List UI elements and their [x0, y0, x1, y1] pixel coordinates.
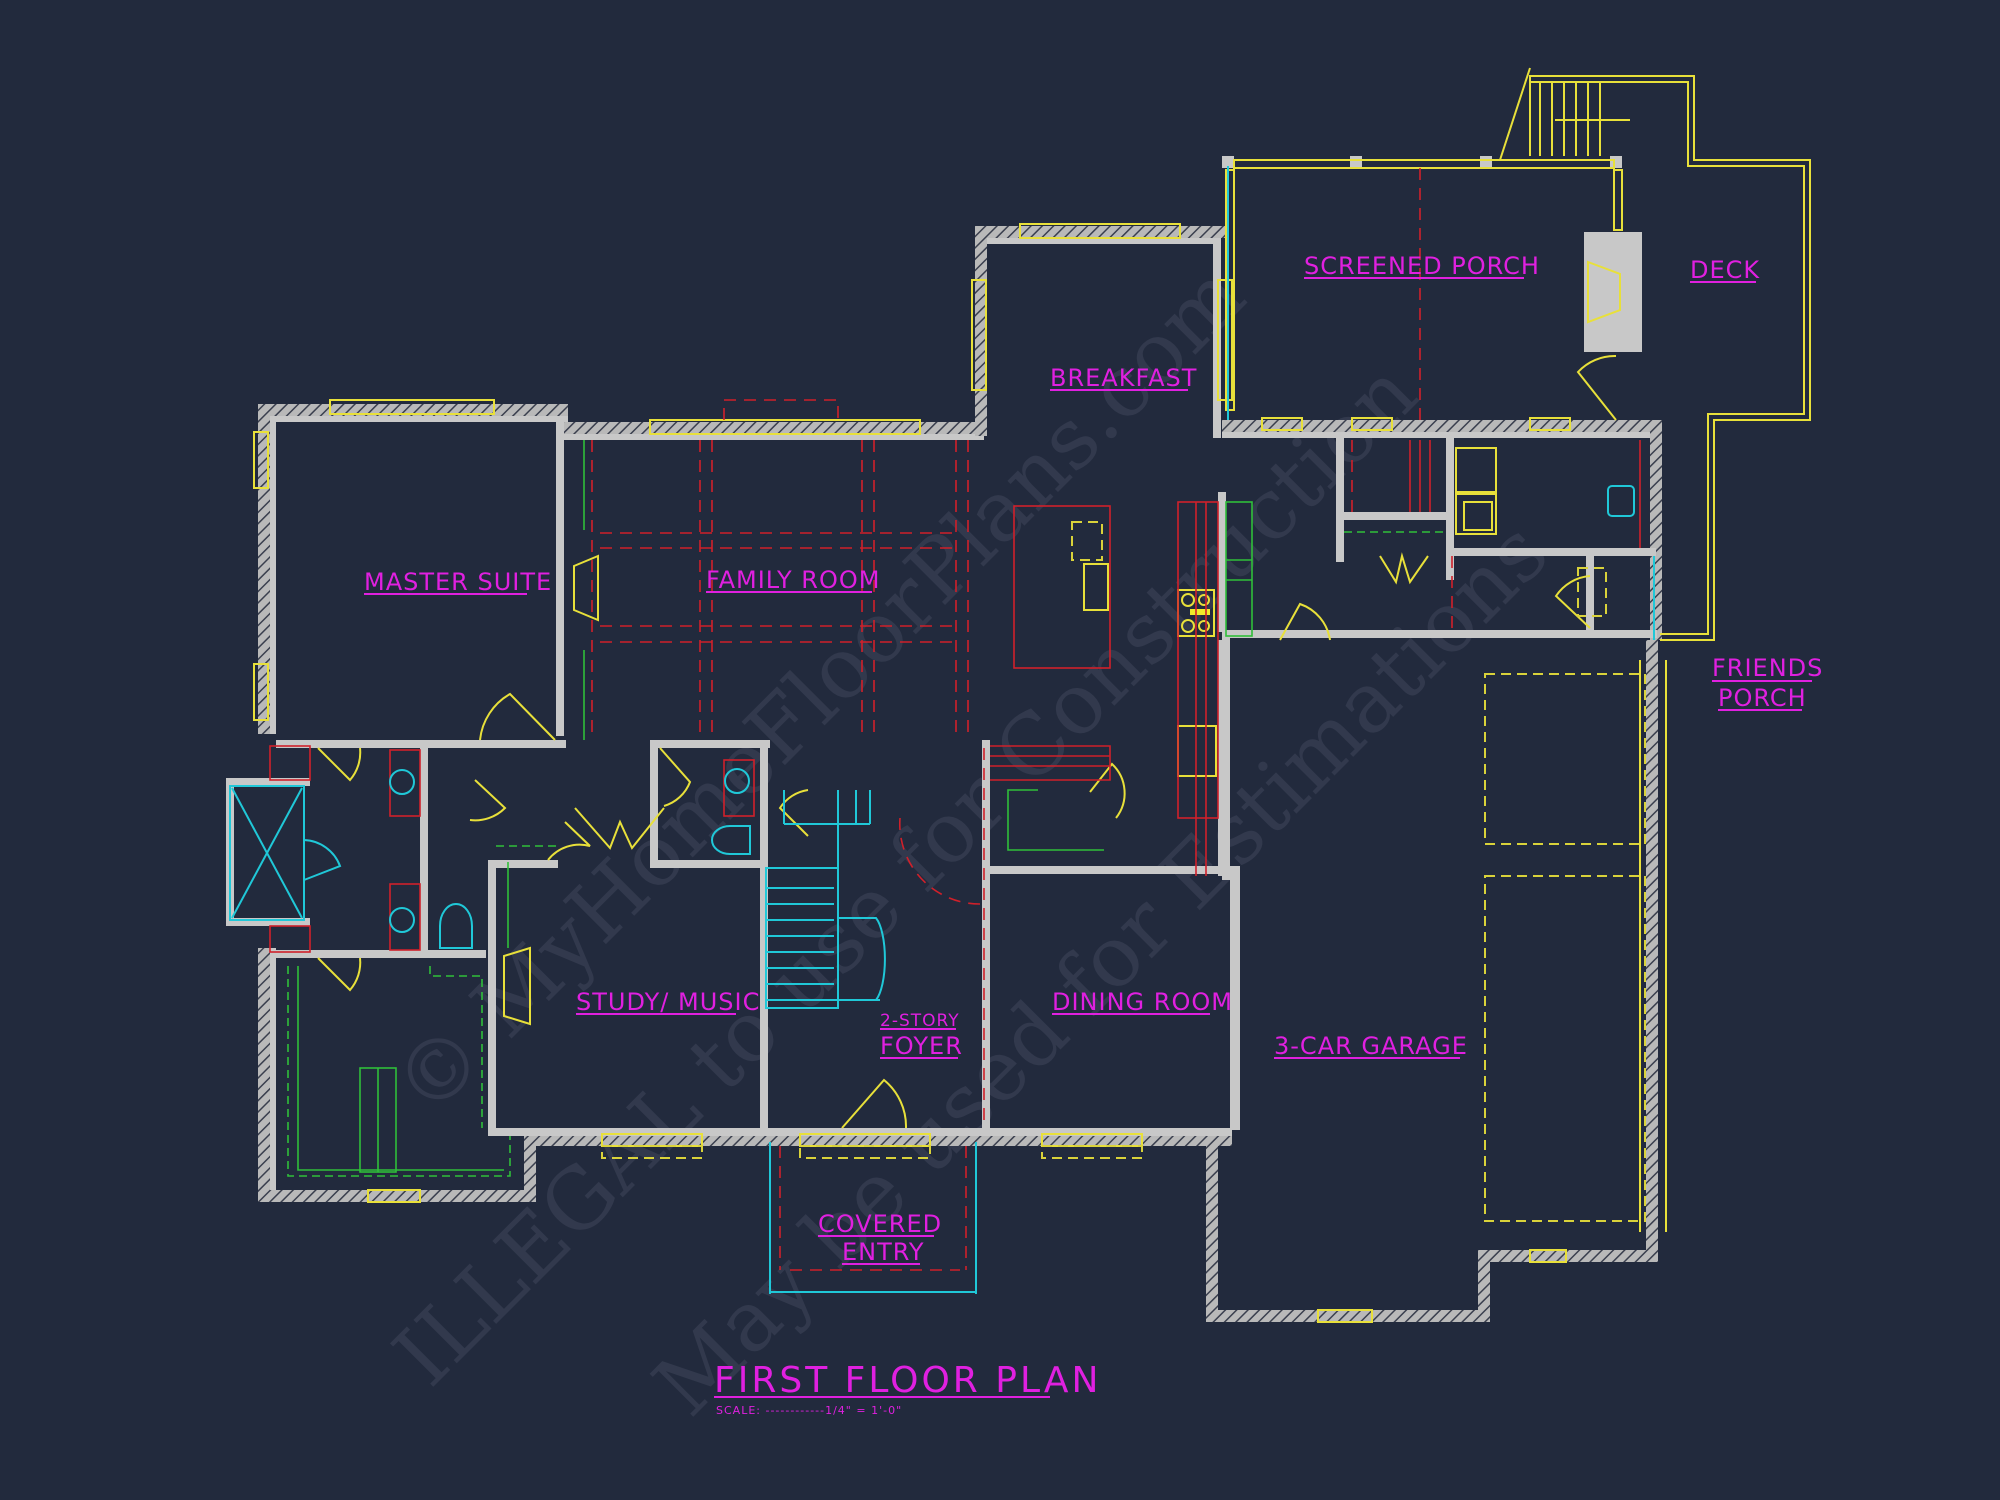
drawing-title: FIRST FLOOR PLAN: [714, 1360, 1101, 1401]
label-breakfast: BREAKFAST: [1050, 364, 1197, 392]
label-screened-porch: SCREENED PORCH: [1304, 252, 1540, 280]
label-friends-porch-1: FRIENDS: [1712, 654, 1823, 682]
label-covered: COVERED: [818, 1210, 942, 1238]
label-3-car-garage: 3-CAR GARAGE: [1274, 1032, 1468, 1060]
ceiling-lines: [269, 168, 1641, 1271]
title-block: FIRST FLOOR PLAN SCALE: ------------1/4"…: [714, 1360, 1101, 1417]
fixtures: [229, 166, 1655, 1294]
label-friends-porch-2: PORCH: [1718, 684, 1807, 712]
label-study-music: STUDY/ MUSIC: [576, 988, 760, 1016]
label-dining-room: DINING ROOM: [1052, 988, 1233, 1016]
label-master-suite: MASTER SUITE: [364, 568, 552, 596]
label-foyer: FOYER: [880, 1032, 963, 1060]
label-2-story: 2-STORY: [880, 1011, 960, 1031]
casework: [287, 440, 1446, 1177]
room-labels: MASTER SUITE FAMILY ROOM BREAKFAST SCREE…: [364, 252, 1823, 1266]
label-deck: DECK: [1690, 256, 1760, 284]
label-family-room: FAMILY ROOM: [706, 566, 880, 594]
drawing-scale: SCALE: ------------1/4" = 1'-0": [716, 1404, 902, 1417]
label-entry: ENTRY: [842, 1238, 925, 1266]
walls: [226, 156, 1662, 1322]
